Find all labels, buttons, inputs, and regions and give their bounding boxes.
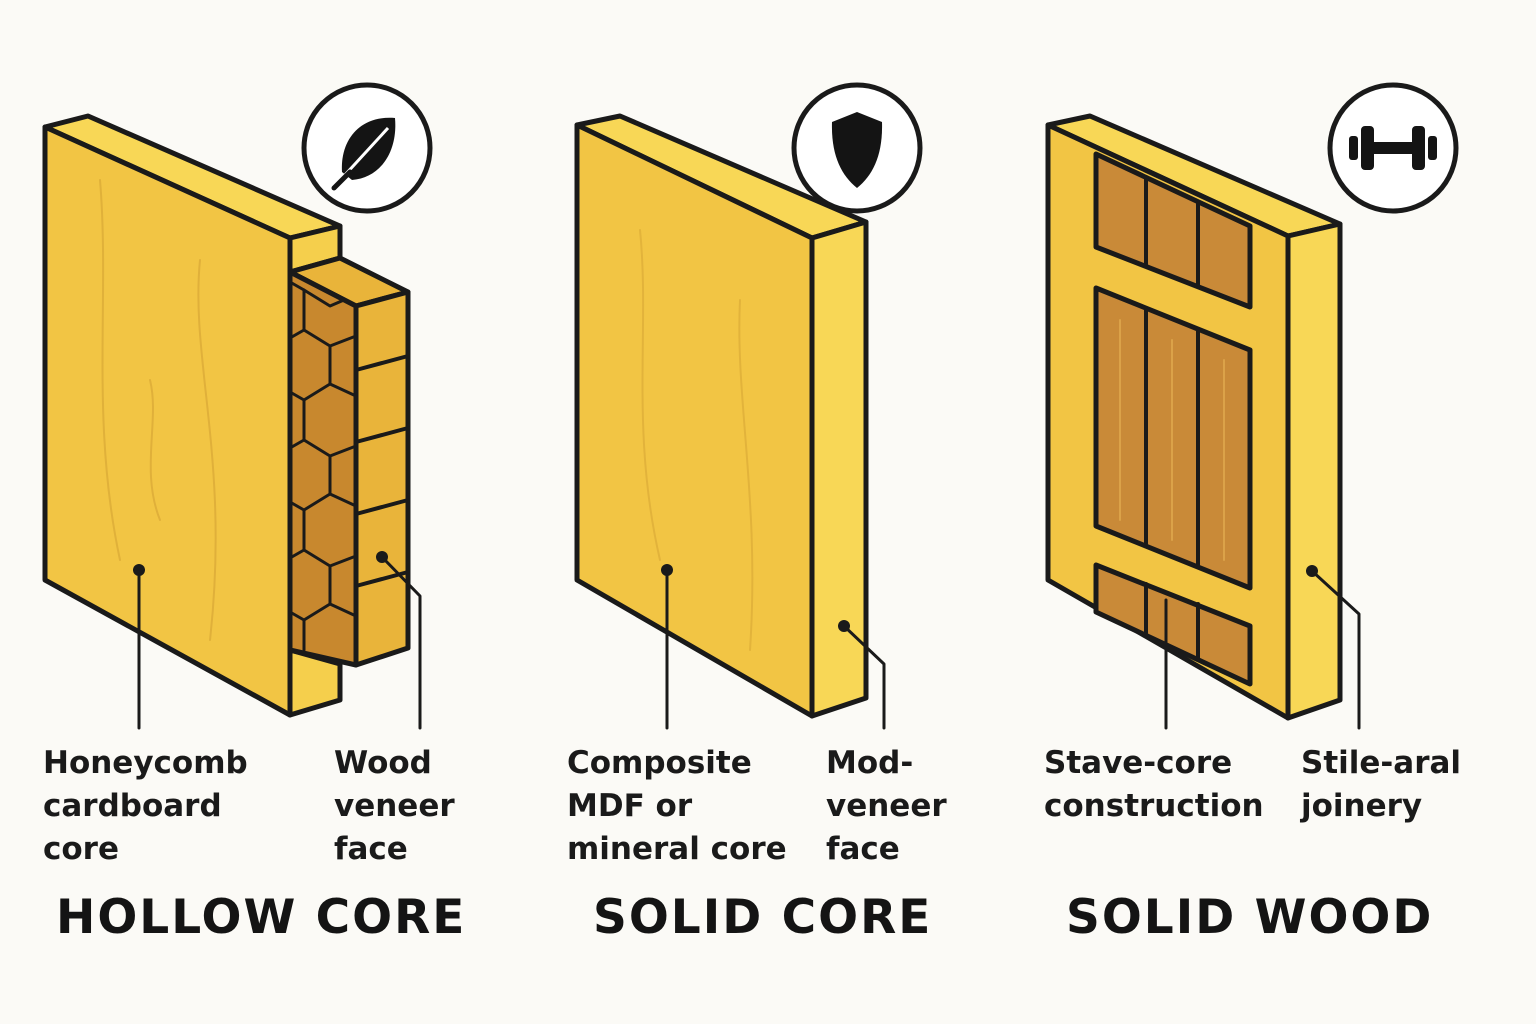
solid-core-right-label: Mod- veneer face (826, 745, 947, 867)
solid-core-left-label: Composite MDF or mineral core (567, 745, 787, 867)
solid-wood-door (1045, 113, 1343, 721)
hollow-core-left-label: Honeycomb cardboard core (43, 745, 248, 867)
solid-wood-right-label: Stile-aral joinery (1301, 745, 1462, 824)
solid-wood-left-label: Stave-core construction (1044, 745, 1264, 824)
hollow-core-right-label: Wood veneer face (334, 745, 455, 867)
solid-core-title: SOLID CORE (593, 890, 933, 945)
hollow-core-title: HOLLOW CORE (56, 890, 467, 945)
solid-core-door (574, 113, 869, 719)
feather-icon (331, 117, 396, 191)
solid-wood-title: SOLID WOOD (1066, 890, 1434, 945)
shield-icon (831, 112, 883, 188)
dumbbell-icon (1349, 126, 1437, 170)
veneer-strip (353, 289, 411, 668)
hollow-core-door (42, 113, 411, 718)
